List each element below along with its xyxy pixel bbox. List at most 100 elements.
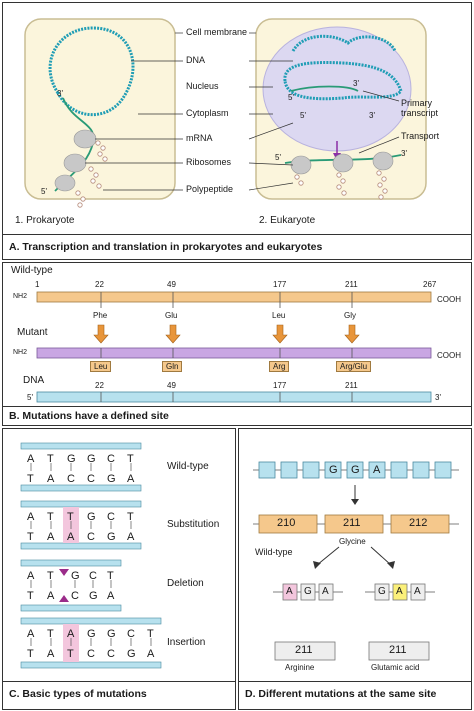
codon-a: A <box>373 464 381 476</box>
aa-phe: Phe <box>93 311 108 320</box>
nucleotide-0-top-0: A <box>27 453 35 465</box>
panel-c-caption: C. Basic types of mutations <box>9 688 147 700</box>
panel-a-illustration <box>24 18 427 208</box>
prokaryote-label: 1. Prokaryote <box>15 215 75 226</box>
nucleotide-1-top-0: A <box>27 511 35 523</box>
nucleotide-3-top-1: T <box>47 628 54 640</box>
panel-b-illustration <box>36 291 432 403</box>
nucleotide-0-bottom-5: A <box>127 473 135 485</box>
nucleotide-1-bottom-1: A <box>47 531 55 543</box>
panel-a: Cell membrane DNA Nucleus Cytoplasm mRNA… <box>2 2 472 260</box>
dna-tick-211: 211 <box>345 381 358 390</box>
tick-22: 22 <box>95 280 104 289</box>
result-left-num: 211 <box>295 644 313 656</box>
result-right-num: 211 <box>389 644 407 656</box>
row-label-wildtype: Wild-type <box>167 461 209 472</box>
nucleotide-1-top-2: T <box>67 511 74 523</box>
euk-3prime-mid: 3' <box>369 111 375 120</box>
aa-gly: Gly <box>344 311 356 320</box>
nucleotide-0-bottom-0: T <box>27 473 34 485</box>
nucleotide-2-bottom-3: G <box>89 590 98 602</box>
dna-tick-177: 177 <box>273 381 287 390</box>
mut-arg-glu: Arg/Glu <box>336 361 372 372</box>
nucleotide-2-bottom-1: A <box>47 590 55 602</box>
primary-transcript <box>290 85 359 92</box>
primary-transcript-label: Primary transcript <box>401 98 439 118</box>
tick-211: 211 <box>345 280 358 289</box>
nucleotide-3-top-5: C <box>127 628 135 640</box>
prokaryote-polypeptide <box>75 140 108 208</box>
nucleotide-1-bottom-2: A <box>67 531 75 543</box>
nucleotide-1-bottom-0: T <box>27 531 34 543</box>
panel-b-caption: B. Mutations have a defined site <box>9 410 169 422</box>
result-boxes <box>274 641 430 661</box>
panel-a-divider <box>3 234 471 235</box>
right-g: G <box>378 586 386 597</box>
nucleotide-3-top-3: G <box>87 628 96 640</box>
nucleotide-2-top-2: G <box>71 570 80 582</box>
panel-d-illustration <box>253 461 459 661</box>
panel-c: Wild-type Substitution Deletion Insertio… <box>2 428 236 710</box>
nucleotide-1-top-1: T <box>47 511 54 523</box>
callout-nucleus: Nucleus <box>186 81 219 91</box>
mut-leu: Leu <box>90 361 112 372</box>
deletion-marker-bottom <box>59 595 69 602</box>
aa-number-boxes <box>258 514 450 534</box>
nucleotide-2-top-0: A <box>27 570 35 582</box>
nucleotide-0-bottom-1: A <box>47 473 55 485</box>
nucleotide-1-top-5: T <box>127 511 134 523</box>
nucleotide-3-bottom-3: C <box>87 648 95 660</box>
panel-d-caption: D. Different mutations at the same site <box>245 688 437 700</box>
num-211: 211 <box>343 517 361 529</box>
nucleotide-0-bottom-4: G <box>107 473 116 485</box>
panel-c-divider <box>3 681 235 682</box>
callout-cell-membrane: Cell membrane <box>186 27 248 37</box>
nucleotide-3-top-0: A <box>27 628 35 640</box>
nucleotide-0-bottom-3: C <box>87 473 95 485</box>
nucleotide-1-top-3: G <box>87 511 96 523</box>
wildtype-label-d: Wild-type <box>255 547 293 557</box>
dna-bar <box>36 391 432 403</box>
tick-267: 267 <box>423 280 437 289</box>
nucleotide-2-bottom-4: A <box>107 590 115 602</box>
nucleotide-2-bottom-0: T <box>27 590 34 602</box>
nucleotide-0-top-3: G <box>87 453 96 465</box>
eukaryote-dna <box>283 61 403 101</box>
row-label-insertion: Insertion <box>167 637 206 648</box>
panel-d: G G A 210 211 212 Glycine Wild-type A G … <box>238 428 472 710</box>
callout-dna: DNA <box>186 55 206 65</box>
prokaryote-dna <box>48 26 135 117</box>
num-212: 212 <box>409 517 428 529</box>
panel-a-caption: A. Transcription and translation in prok… <box>9 241 323 253</box>
euk-5prime-cyto: 5' <box>275 153 281 162</box>
glutamic-label: Glutamic acid <box>371 663 420 672</box>
num-210: 210 <box>277 517 296 529</box>
nucleotide-2-top-3: C <box>89 570 97 582</box>
tick-49: 49 <box>167 280 176 289</box>
codon-g1: G <box>329 464 338 476</box>
nucleotide-3-top-6: T <box>147 628 154 640</box>
mut-arg: Arg <box>269 361 290 372</box>
panel-b: Wild-type 1 22 49 177 211 267 NH2 COOH P… <box>2 262 472 426</box>
wildtype-label: Wild-type <box>11 265 53 276</box>
prokaryote-cell <box>24 18 176 200</box>
mut-gln: Gln <box>162 361 183 372</box>
eukaryote-polypeptide <box>294 170 388 200</box>
nucleotide-1-bottom-3: C <box>87 531 95 543</box>
callout-polypeptide: Polypeptide <box>186 184 234 194</box>
glycine-label: Glycine <box>339 537 366 546</box>
right-a: A <box>396 586 403 597</box>
aa-leu: Leu <box>272 311 286 320</box>
nucleotide-2-top-4: T <box>107 570 114 582</box>
codon-boxes-top <box>258 461 452 479</box>
left-a2: A <box>322 586 329 597</box>
nucleotide-0-top-1: T <box>47 453 54 465</box>
eukaryote-label: 2. Eukaryote <box>259 215 316 226</box>
panel-d-divider <box>239 681 471 682</box>
dna-tick-49: 49 <box>167 381 176 390</box>
arginine-label: Arginine <box>285 663 315 672</box>
euk-3prime-top: 3' <box>353 79 359 88</box>
left-g: G <box>304 586 312 597</box>
right-a2: A <box>414 586 421 597</box>
prok-3prime: 3' <box>57 89 63 98</box>
